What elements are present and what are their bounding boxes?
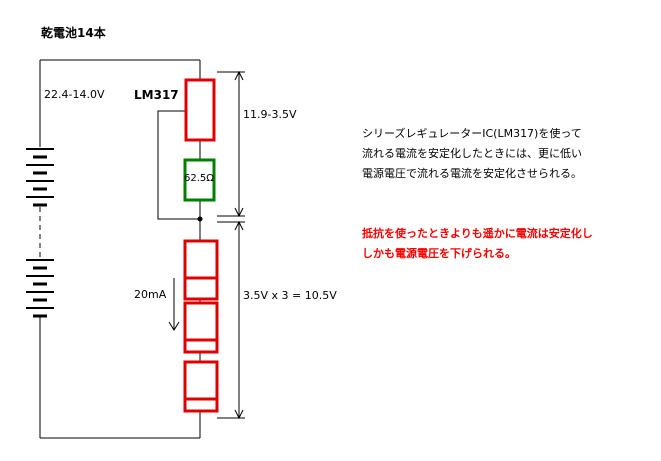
regulator-box: [184, 78, 216, 142]
current-label: 20mA: [134, 288, 167, 301]
adjust-pin-wire: [157, 110, 200, 220]
note-text: シリーズレギュレーターIC(LM317)を使って 流れる電流を安定化したときには…: [362, 124, 582, 184]
led-1: [183, 239, 219, 301]
resistor-label: 62.5Ω: [184, 173, 214, 184]
regulator-drop-label: 11.9-3.5V: [243, 108, 297, 121]
battery-voltage-label: 22.4-14.0V: [44, 88, 105, 101]
battery-cells-lower: [26, 259, 54, 318]
battery-cells-upper: [26, 148, 54, 207]
warning-text: 抵抗を使ったときよりも遥かに電流は安定化し しかも電源電圧を下げられる。: [362, 224, 593, 264]
wires: [39, 59, 201, 439]
current-arrow: [168, 278, 180, 331]
warning-line: 抵抗を使ったときよりも遥かに電流は安定化し: [362, 227, 593, 240]
dimension-regulator-drop: [217, 70, 245, 218]
resistor-box: [183, 158, 216, 202]
note-line: 電源電圧で流れる電流を安定化させられる。: [362, 167, 582, 180]
warning-line: しかも電源電圧を下げられる。: [362, 247, 516, 260]
title-label: 乾電池14本: [41, 26, 106, 40]
led-2: [183, 301, 219, 354]
led-voltage-label: 3.5V x 3 = 10.5V: [243, 289, 337, 302]
note-line: 流れる電流を安定化したときには、更に低い: [362, 147, 582, 160]
note-line: シリーズレギュレーターIC(LM317)を使って: [362, 127, 582, 140]
regulator-label: LM317: [134, 88, 179, 102]
led-3: [183, 360, 219, 413]
junction-dot: [197, 216, 203, 222]
dimension-led-voltage: [217, 220, 245, 420]
